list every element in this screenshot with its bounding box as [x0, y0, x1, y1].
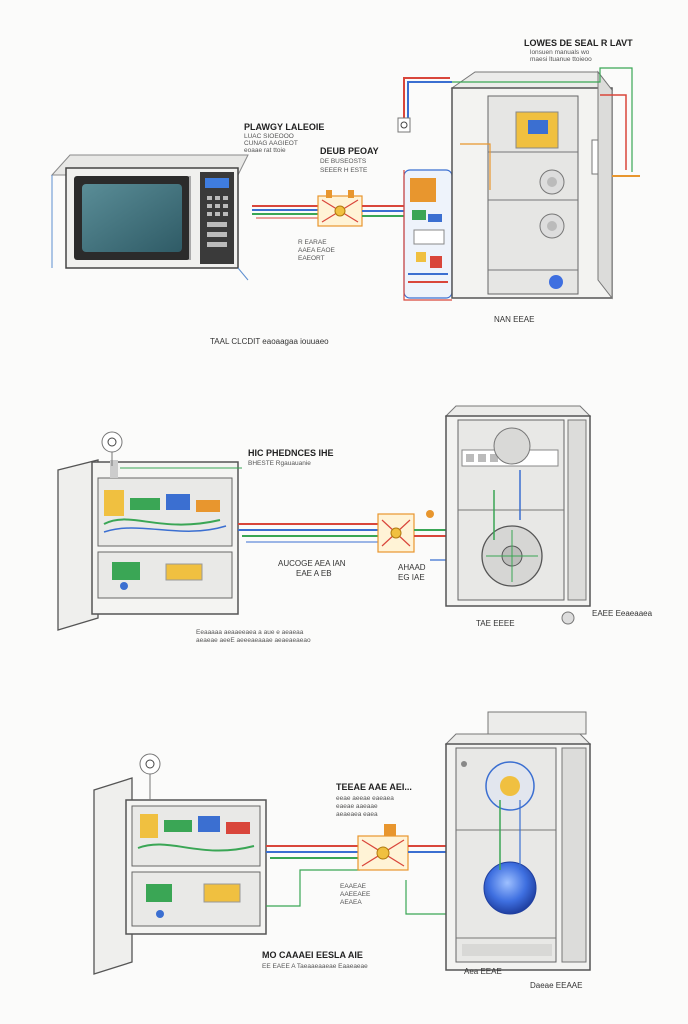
panel2-caption1: Eeaaaaa aeaaeeaea a aue e aeaeaa: [196, 629, 304, 636]
cabinet-icon: [57, 459, 242, 631]
gauge-icon: [397, 117, 411, 133]
panel2-mid-label1: AUCOGE AEA IAN: [278, 559, 346, 568]
panel2-bottom-right1: TAE EEEE: [476, 619, 515, 628]
panel3-bottom-sub: EE EAEE A Taeaaeaaeae Eaaeaeae: [262, 963, 368, 970]
panel1-relay-note2: AAEA EAOE: [298, 247, 336, 254]
panel-3: TEEAE AAE AEI... eeae aeeae eaeaea eaeae…: [93, 711, 592, 990]
panel-1: LOWES DE SEAL R LAVT lonsuen manuals wo …: [50, 38, 640, 346]
panel1-label-a-sub1: LUAC SIOEOOO: [244, 133, 294, 140]
panel3-label-a-sub2: eaeae aaeaae: [336, 803, 378, 810]
panel1-label-a: PLAWGY LALEOIE: [244, 122, 324, 132]
panel1-relay-note3: EAEORT: [298, 255, 325, 262]
refrigerator-icon: [444, 405, 592, 625]
microwave-icon: [50, 154, 249, 281]
panel2-relay-label2: EG IAE: [398, 573, 425, 582]
panel1-bottom-right: NAN EEAE: [494, 315, 534, 324]
panel1-bottom-left: TAAL CLCDIT eaoaagaa iouuaeo: [210, 337, 329, 346]
refrigerator-icon: [450, 70, 640, 300]
panel3-relay-note2: AAEEAEE: [340, 891, 371, 898]
panel3-label-a-sub3: aeaeaea eaea: [336, 811, 378, 818]
panel3-relay-note1: EAAEAE: [340, 883, 367, 890]
panel3-bottom-title: MO CAAAEI EESLA AIE: [262, 950, 363, 960]
cabinet-icon: [93, 772, 267, 975]
panel1-title-sub2: maesi ltuanue ttoieoo: [530, 56, 592, 63]
panel2-label-a-sub: BHESTE Rgauauanie: [248, 460, 311, 467]
panel3-relay-note3: AEAEA: [340, 899, 362, 906]
relay-icon: [317, 190, 363, 227]
panel2-mid-label2: EAE A EB: [296, 569, 332, 578]
panel1-label-b-sub1: DE BUSEOSTS: [320, 158, 367, 165]
wire-bundle: [252, 205, 320, 219]
panel1-label-a-sub2: CUNAG AAGIEOT: [244, 140, 298, 147]
panel3-label-a-sub1: eeae aeeae eaeaea: [336, 795, 394, 802]
control-board: [403, 169, 453, 299]
relay-icon: [357, 824, 409, 871]
panel1-title: LOWES DE SEAL R LAVT: [524, 38, 633, 48]
panel1-label-a-sub3: eoaae rat ttoie: [244, 147, 286, 154]
panel2-bottom-right2: EAEE Eeaeaaea: [592, 609, 653, 618]
panel2-relay-label1: AHAAD: [398, 563, 426, 572]
panel1-title-sub1: lonsuen manuals wo: [530, 49, 590, 56]
panel3-bottom-right2: Daeae EEAAE: [530, 981, 582, 990]
panel3-bottom-right1: Aea EEAE: [464, 967, 502, 976]
panel-2: HIC PHEDNCES IHE BHESTE Rgauauanie AUCOG…: [57, 405, 653, 644]
refrigerator-icon: [444, 711, 592, 971]
panel3-label-a: TEEAE AAE AEI...: [336, 782, 412, 792]
gauge-icon: [101, 431, 123, 466]
panel1-relay-note1: R EARAE: [298, 239, 327, 246]
gauge-icon: [139, 753, 161, 775]
relay-icon: [377, 510, 434, 553]
pump-icon: [483, 861, 537, 915]
panel1-label-b: DEUB PEOAY: [320, 146, 379, 156]
panel2-label-a: HIC PHEDNCES IHE: [248, 448, 334, 458]
panel2-caption2: aeaeae aeeE aeeeaeaaae aeaeaeaeao: [196, 637, 311, 644]
panel1-label-b-sub2: SEEER H ESTE: [320, 167, 368, 174]
